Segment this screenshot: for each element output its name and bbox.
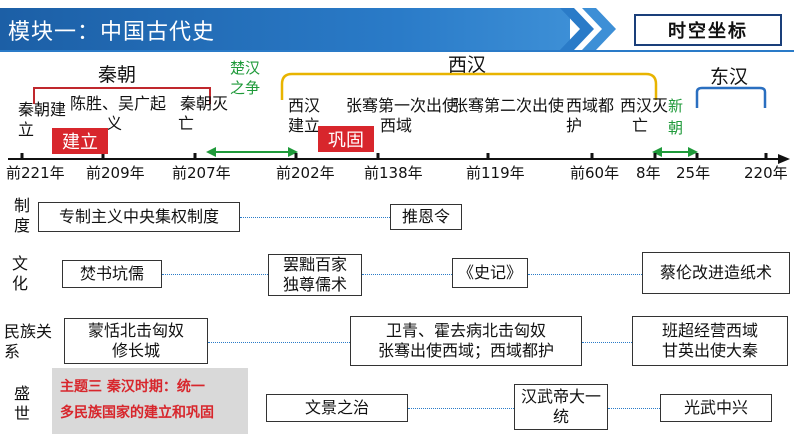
tick-label: 前209年 (86, 164, 145, 182)
dotted-connector (408, 408, 514, 409)
event-xihan-founded-1: 西汉 (288, 96, 321, 115)
box-tuien-ling: 推恩令 (390, 204, 462, 230)
box-shiji: 《史记》 (452, 258, 528, 288)
event-qin-fall-2: 亡 (178, 114, 195, 133)
event-zhang-qian-1b: 西域 (380, 116, 413, 135)
box-cai-lun-paper: 蔡伦改进造纸术 (642, 252, 790, 294)
header-band (0, 8, 570, 50)
event-qin-founded-1: 秦朝建 (18, 100, 67, 119)
tick-label: 前221年 (6, 164, 65, 182)
donghan-bracket (695, 86, 767, 108)
xin-label-2: 朝 (668, 119, 684, 137)
event-protectorate-1: 西域都 (566, 96, 615, 115)
tick-label: 前202年 (276, 164, 335, 182)
event-chen-wu-2: 义 (106, 114, 123, 133)
dotted-connector (240, 217, 390, 218)
tag-jianli: 建立 (52, 128, 108, 154)
chu-han-label-1: 楚汉 (230, 59, 261, 77)
box-han-wudi: 汉武帝大一统 (514, 384, 608, 430)
tick-label: 220年 (744, 164, 788, 182)
event-xihan-fall-1: 西汉灭 (620, 96, 669, 115)
box-confucianism: 罢黜百家独尊儒术 (268, 254, 362, 296)
coordinate-label: 时空坐标 (634, 14, 782, 46)
xin-label-1: 新 (668, 97, 684, 115)
box-wen-jing: 文景之治 (266, 394, 408, 422)
event-qin-fall-1: 秦朝灭 (180, 94, 229, 113)
tag-gonggu: 巩固 (318, 126, 374, 152)
axis-arrow-icon (778, 154, 790, 164)
dotted-connector (608, 408, 660, 409)
box-meng-tian: 蒙恬北击匈奴修长城 (64, 318, 208, 364)
dotted-connector (208, 342, 350, 343)
tick-label: 前60年 (570, 164, 620, 182)
dotted-connector (162, 274, 268, 275)
box-wei-qing-huo-qubing: 卫青、霍去病北击匈奴张骞出使西域；西域都护 (350, 316, 582, 366)
dotted-connector (362, 274, 452, 275)
event-chen-wu-1: 陈胜、吴广起 (70, 94, 167, 113)
tick-label: 前119年 (466, 164, 525, 182)
tick-label: 8年 (636, 164, 661, 182)
box-centralized-system: 专制主义中央集权制度 (38, 202, 240, 232)
dotted-connector (528, 274, 642, 275)
box-ban-chao-gan-ying: 班超经营西域甘英出使大秦 (632, 316, 788, 366)
category-institution: 制度 (13, 196, 30, 235)
chu-han-label-2: 之争 (230, 79, 261, 97)
era-qin: 秦朝 (98, 64, 137, 86)
theme-banner: 主题三 秦汉时期：统一 多民族国家的建立和巩固 (52, 368, 248, 434)
dotted-connector (582, 342, 632, 343)
box-guangwu: 光武中兴 (660, 394, 772, 422)
xihan-bracket (280, 72, 658, 100)
era-xihan: 西汉 (448, 54, 487, 76)
event-xihan-founded-2: 建立 (288, 116, 321, 135)
event-zhang-qian-1a: 张骞第一次出使 (346, 96, 459, 115)
category-prosperity: 盛世 (13, 384, 30, 423)
event-qin-founded-2: 立 (18, 120, 35, 139)
category-ethnic: 民族关系 (4, 322, 53, 361)
page-title: 模块一：中国古代史 (8, 20, 216, 45)
tick-label: 前207年 (172, 164, 231, 182)
era-donghan: 东汉 (710, 66, 749, 88)
category-culture: 文化 (11, 254, 28, 293)
event-protectorate-2: 护 (566, 116, 583, 135)
event-zhang-qian-2: 张骞第二次出使 (452, 96, 565, 115)
event-xihan-fall-2: 亡 (632, 116, 649, 135)
tick-label: 前138年 (364, 164, 423, 182)
box-burn-books: 焚书坑儒 (62, 260, 162, 288)
header-divider (0, 50, 794, 52)
header-chevron-icon (560, 8, 616, 50)
tick-label: 25年 (676, 164, 711, 182)
qin-bracket (33, 87, 211, 104)
